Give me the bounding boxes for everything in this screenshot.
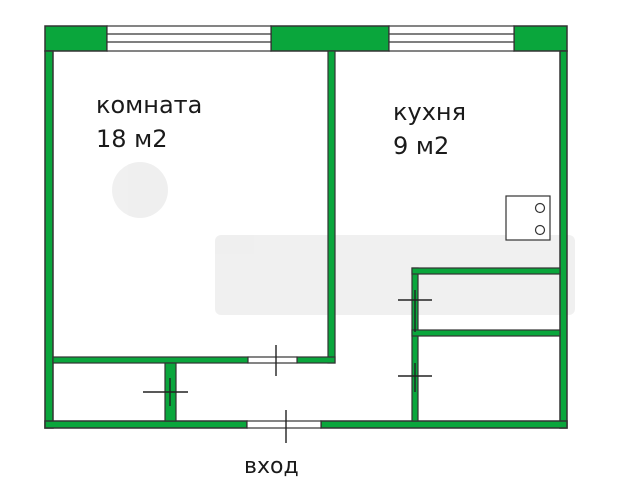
kitchen-name: кухня: [393, 98, 467, 126]
kitchen-area: 9 м2: [393, 132, 450, 160]
entrance-label: вход: [244, 454, 299, 479]
room-label: комната 18 м2: [96, 88, 202, 156]
stove-icon: [505, 195, 551, 241]
top-window-right: [388, 25, 515, 52]
kitchen-label: кухня 9 м2: [393, 95, 466, 163]
top-window-left: [106, 25, 272, 52]
door-openings: [246, 356, 322, 429]
outer-walls: [44, 25, 568, 429]
room-area: 18 м2: [96, 125, 168, 153]
watermark: [112, 162, 575, 315]
room-name: комната: [96, 91, 203, 119]
door-marks: [143, 290, 432, 443]
